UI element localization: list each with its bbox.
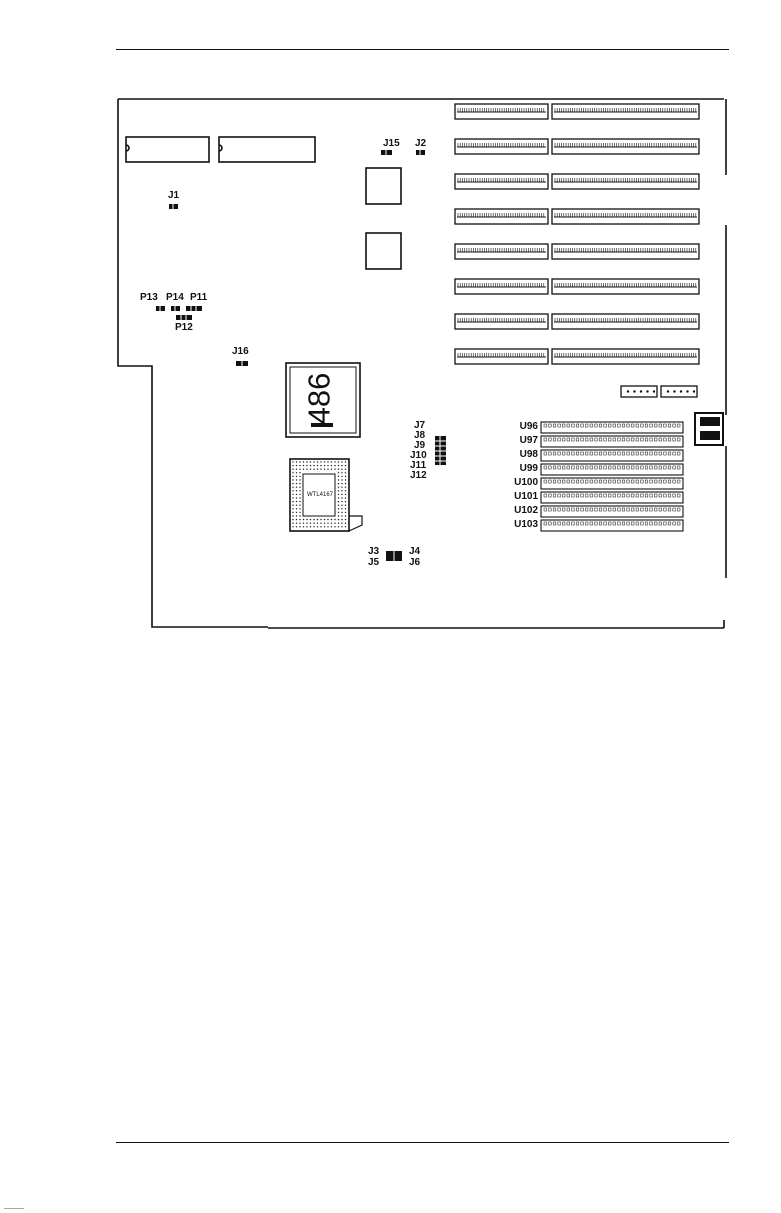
expansion-slot-6	[455, 279, 699, 294]
footer-mark: ______	[4, 1203, 24, 1209]
label-j4: J4	[409, 547, 420, 557]
expansion-slot-3	[455, 174, 699, 189]
label-u96: U96	[500, 422, 538, 432]
connector-a	[621, 386, 657, 397]
expansion-slot-5	[455, 244, 699, 259]
dip-chip-1	[126, 137, 209, 162]
memory-socket-3	[541, 450, 683, 461]
expansion-slot-1	[455, 104, 699, 119]
connector-b	[661, 386, 697, 397]
memory-socket-8	[541, 520, 683, 531]
square-chip-2	[366, 233, 401, 269]
expansion-slots	[455, 104, 699, 364]
label-j6: J6	[409, 558, 420, 568]
label-u97: U97	[500, 436, 538, 446]
label-j15: J15	[383, 139, 400, 149]
memory-socket-6	[541, 492, 683, 503]
label-j12: J12	[410, 471, 427, 481]
memory-socket-2	[541, 436, 683, 447]
label-u101: U101	[500, 492, 538, 502]
pin-p11-block	[186, 306, 202, 311]
memory-socket-1	[541, 422, 683, 433]
label-u103: U103	[500, 520, 538, 530]
expansion-slot-2	[455, 139, 699, 154]
label-j5: J5	[368, 558, 379, 568]
label-u102: U102	[500, 506, 538, 516]
label-j16: J16	[232, 347, 249, 357]
memory-socket-7	[541, 506, 683, 517]
expansion-slot-4	[455, 209, 699, 224]
label-j2: J2	[415, 139, 426, 149]
memory-socket-4	[541, 464, 683, 475]
square-chip-1	[366, 168, 401, 204]
memory-socket-5	[541, 478, 683, 489]
label-j1: J1	[168, 191, 179, 201]
label-p13: P13	[140, 293, 158, 303]
expansion-slot-7	[455, 314, 699, 329]
label-u100: U100	[500, 478, 538, 488]
pga-label: WTL4167	[307, 492, 333, 499]
cpu-label: 486	[304, 370, 335, 428]
label-p12: P12	[175, 323, 193, 333]
label-p14: P14	[166, 293, 184, 303]
dip-chip-2	[219, 137, 315, 162]
label-u99: U99	[500, 464, 538, 474]
label-j3: J3	[368, 547, 379, 557]
expansion-slot-8	[455, 349, 699, 364]
label-u98: U98	[500, 450, 538, 460]
board-right-edge	[724, 99, 726, 628]
pin-p12-block	[176, 315, 192, 320]
memory-sockets	[541, 422, 683, 531]
label-p11: P11	[190, 293, 207, 303]
